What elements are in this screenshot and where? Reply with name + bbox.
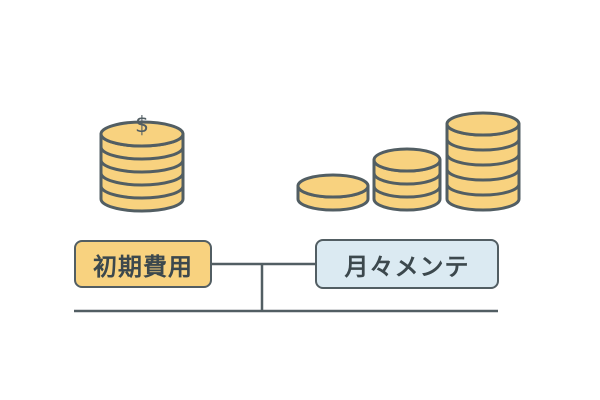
dollar-sign-icon: $	[135, 113, 149, 138]
coin-stack-monthly-short	[296, 173, 370, 212]
coin-stack-body	[445, 122, 521, 212]
monthly-maintenance-label: 月々メンテ	[315, 239, 499, 289]
coin-stack-monthly-tall	[445, 111, 521, 212]
coin-icon	[99, 120, 185, 148]
coin-icon	[445, 111, 521, 137]
coin-icon	[99, 172, 185, 187]
coin-icon	[445, 138, 521, 152]
coin-icon	[372, 172, 442, 186]
coin-icon	[99, 185, 185, 200]
coin-icon	[296, 173, 370, 199]
coin-icon	[445, 183, 521, 197]
coin-icon	[445, 168, 521, 182]
initial-cost-label: 初期費用	[74, 240, 212, 288]
coin-stack-initial	[99, 120, 185, 213]
coin-icon	[445, 153, 521, 167]
coin-icon	[99, 146, 185, 161]
coin-stack-monthly-medium	[372, 147, 442, 212]
coin-icon	[372, 185, 442, 199]
coin-icon	[372, 147, 442, 173]
coin-icon	[99, 159, 185, 174]
